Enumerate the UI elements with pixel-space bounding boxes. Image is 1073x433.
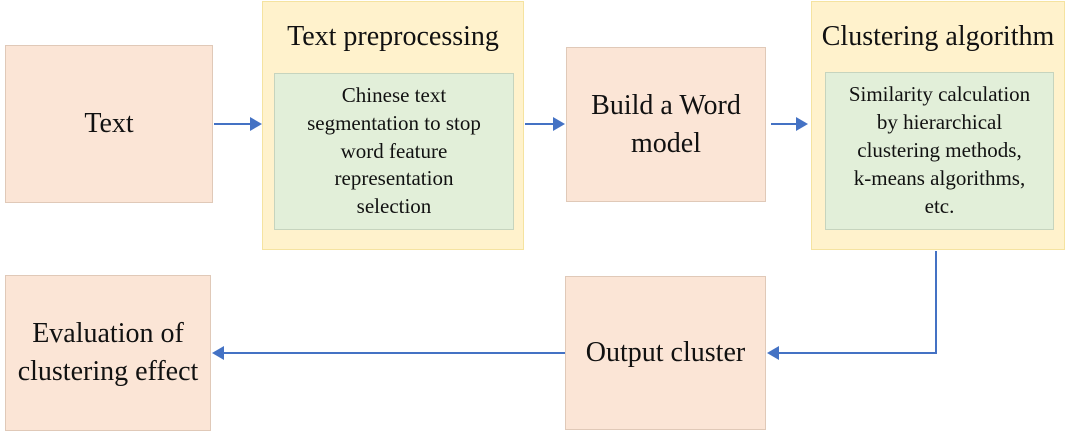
arrow-build-to-clustering-line: [771, 123, 796, 125]
node-build-word-model-label: Build a Word model: [591, 89, 741, 159]
node-clustering-algorithm-detail: Similarity calculation by hierarchical c…: [825, 72, 1054, 230]
node-text-label: Text: [84, 108, 134, 140]
node-output-cluster-label: Output cluster: [585, 337, 746, 369]
node-output-cluster: Output cluster: [565, 276, 766, 430]
arrow-build-to-clustering-head: [796, 117, 808, 131]
node-clustering-algorithm: Clustering algorithm Similarity calculat…: [811, 1, 1065, 250]
arrow-clustering-to-output-head: [767, 346, 779, 360]
arrow-output-to-evaluation-line: [224, 352, 565, 354]
node-text-preprocessing-title: Text preprocessing: [287, 21, 499, 52]
arrow-text-to-preprocessing-line: [214, 123, 250, 125]
node-text: Text: [5, 45, 213, 203]
node-evaluation-label: Evaluation of clustering effect: [17, 318, 199, 387]
arrow-clustering-to-output-vline: [935, 251, 937, 353]
arrow-text-to-preprocessing-head: [250, 117, 262, 131]
node-text-preprocessing: Text preprocessing Chinese text segmenta…: [262, 1, 524, 250]
node-text-preprocessing-detail: Chinese text segmentation to stop word f…: [274, 73, 514, 230]
node-build-word-model: Build a Word model: [566, 47, 766, 202]
node-evaluation: Evaluation of clustering effect: [5, 275, 211, 431]
arrow-output-to-evaluation-head: [212, 346, 224, 360]
arrow-preprocessing-to-build-head: [553, 117, 565, 131]
arrow-clustering-to-output-hline: [779, 352, 937, 354]
node-clustering-algorithm-title: Clustering algorithm: [821, 21, 1055, 52]
arrow-preprocessing-to-build-line: [525, 123, 553, 125]
